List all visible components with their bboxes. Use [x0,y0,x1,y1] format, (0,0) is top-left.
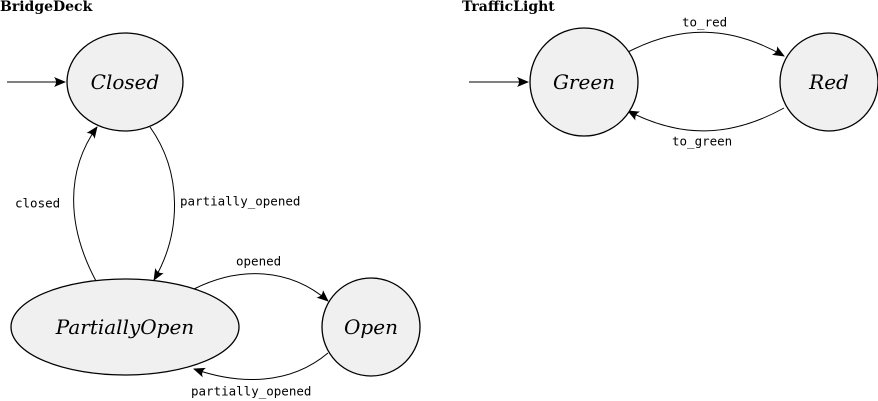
state-green-shape [529,27,639,137]
state-closed[interactable]: Closed [66,32,184,132]
transition-label-to-green: to_green [672,134,732,149]
transition-label-closed: closed [15,196,60,211]
state-partially-open[interactable]: PartiallyOpen [10,278,240,376]
transition-partially-opened-edge[interactable] [149,126,175,281]
state-partially-open-shape [10,278,240,376]
transition-label-partially-opened: partially_opened [180,194,300,209]
state-closed-label: Closed [91,70,160,94]
diagram-bridgedeck: BridgeDeck closed partially_opened opene… [0,0,421,399]
state-green-label: Green [553,70,615,94]
state-closed-shape [66,32,184,132]
diagram-title: BridgeDeck [0,0,93,15]
state-red-shape [779,32,878,132]
state-open[interactable]: Open [321,277,421,377]
state-red-label: Red [808,70,849,94]
transition-label-to-red: to_red [682,15,727,30]
transition-to-green-edge[interactable] [627,107,785,132]
state-partially-open-label: PartiallyOpen [55,315,194,339]
state-green[interactable]: Green [529,27,639,137]
diagram-title: TrafficLight [462,0,555,15]
transition-to-red-edge[interactable] [627,31,785,57]
state-open-label: Open [344,315,398,339]
transition-label-open-to-partially-opened: partially_opened [191,384,311,399]
transition-opened-edge[interactable] [193,273,329,302]
transition-label-opened: opened [236,254,281,269]
diagram-trafficlight: TrafficLight to_red to_green Green Red [462,0,878,149]
state-open-shape [321,277,421,377]
transition-open-to-partially-opened-edge[interactable] [193,352,329,380]
state-red[interactable]: Red [779,32,878,132]
transition-closed-edge[interactable] [73,126,98,282]
